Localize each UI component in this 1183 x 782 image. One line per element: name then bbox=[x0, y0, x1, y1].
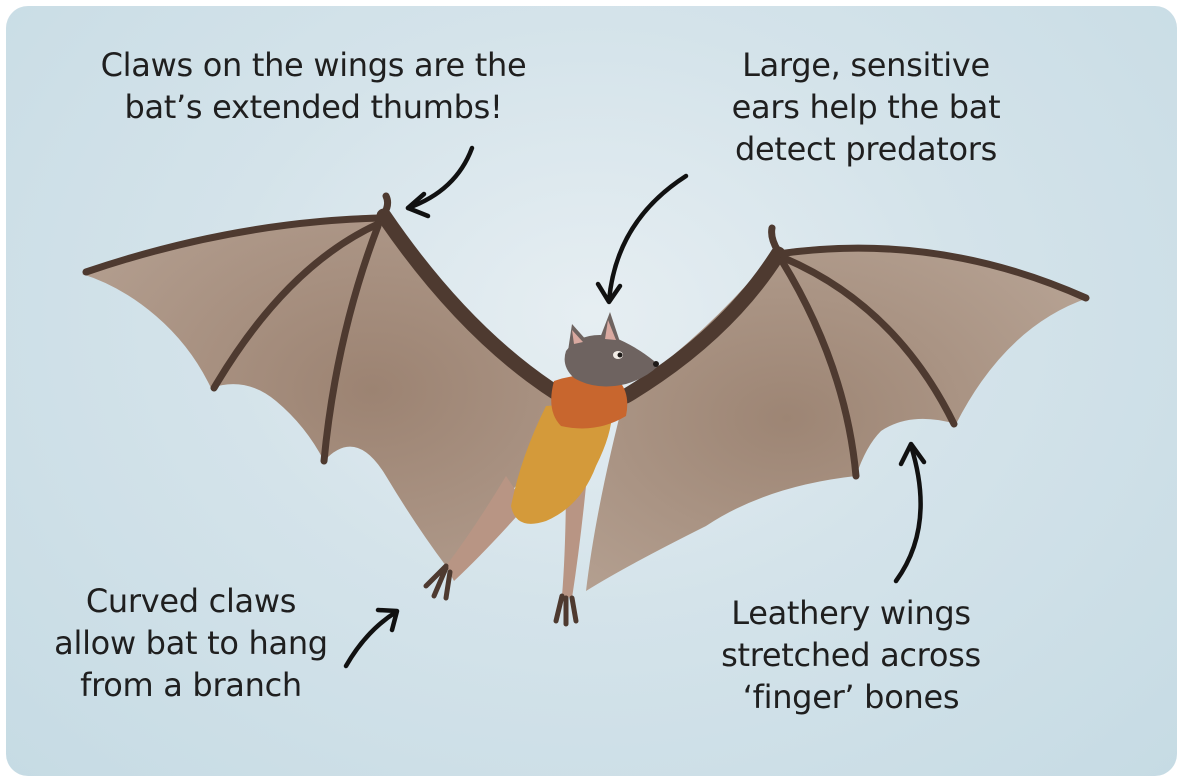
annotation-feet-line-2: allow bat to hang bbox=[26, 622, 356, 664]
illustration-card: Claws on the wings are the bat’s extende… bbox=[6, 6, 1177, 776]
annotation-wings-line-2: stretched across bbox=[666, 634, 1036, 676]
arrow-wings bbox=[896, 444, 924, 581]
annotation-thumbs: Claws on the wings are the bat’s extende… bbox=[36, 44, 591, 128]
right-foot-claws bbox=[556, 596, 576, 624]
annotation-ears: Large, sensitive ears help the bat detec… bbox=[646, 44, 1086, 170]
bat-pupil bbox=[618, 353, 623, 358]
annotation-thumbs-line-2: bat’s extended thumbs! bbox=[36, 86, 591, 128]
bat-nose bbox=[653, 361, 659, 367]
right-wing-membrane bbox=[586, 245, 1088, 591]
left-foot-claws bbox=[426, 566, 450, 598]
annotation-ears-line-1: Large, sensitive bbox=[646, 44, 1086, 86]
annotation-ears-line-2: ears help the bat bbox=[646, 86, 1086, 128]
annotation-wings-line-3: ‘finger’ bones bbox=[666, 676, 1036, 718]
right-wing bbox=[586, 228, 1088, 591]
bat-head bbox=[565, 312, 659, 386]
arrow-ears bbox=[598, 176, 686, 302]
annotation-feet: Curved claws allow bat to hang from a br… bbox=[26, 580, 356, 706]
annotation-thumbs-line-1: Claws on the wings are the bbox=[36, 44, 591, 86]
annotation-ears-line-3: detect predators bbox=[646, 128, 1086, 170]
annotation-feet-line-3: from a branch bbox=[26, 664, 356, 706]
annotation-wings-line-1: Leathery wings bbox=[666, 592, 1036, 634]
arrow-thumbs bbox=[408, 148, 472, 216]
annotation-wings: Leathery wings stretched across ‘finger’… bbox=[666, 592, 1036, 718]
annotation-feet-line-1: Curved claws bbox=[26, 580, 356, 622]
